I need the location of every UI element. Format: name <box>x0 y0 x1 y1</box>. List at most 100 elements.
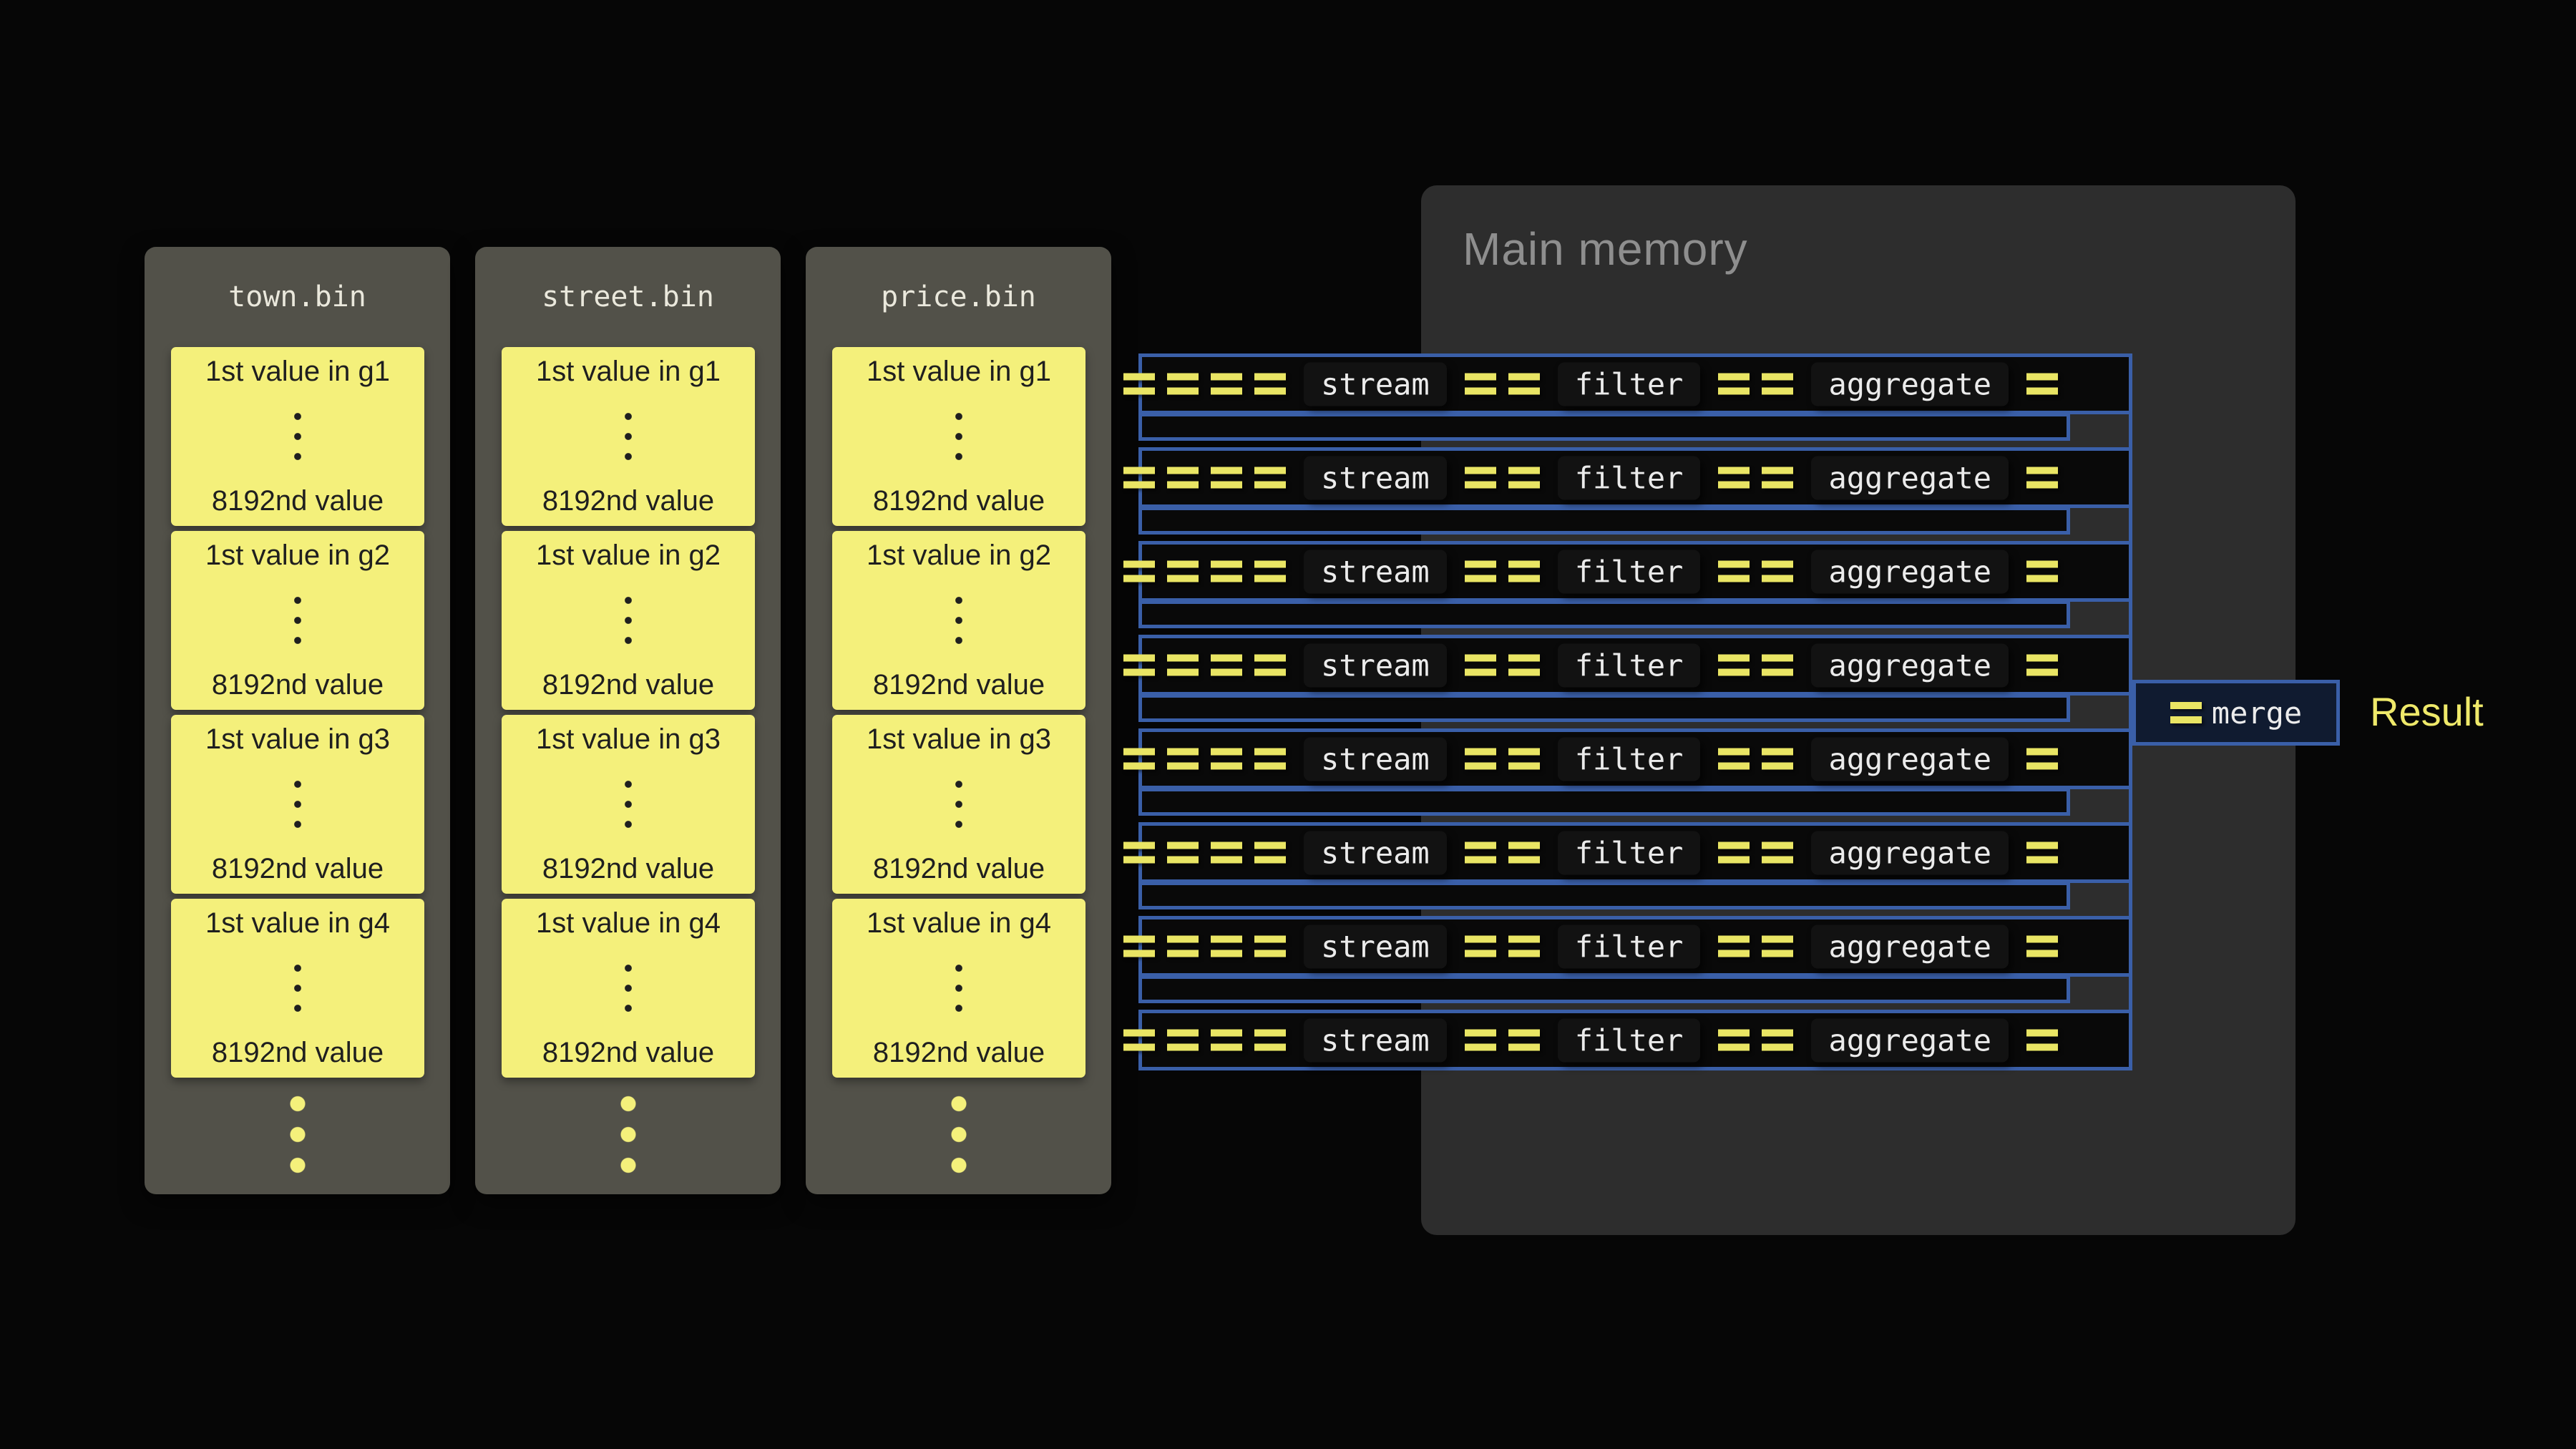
value-block-first: 1st value in g4 <box>536 907 721 939</box>
value-block-first: 1st value in g1 <box>536 356 721 387</box>
value-block-last: 8192nd value <box>211 485 384 517</box>
flow-dash-icon <box>1123 560 1155 582</box>
flow-dash-icon <box>1123 654 1155 676</box>
filter-stage-box: filter <box>1557 831 1701 874</box>
aggregate-stage-box: aggregate <box>1811 924 2009 968</box>
flow-dash-icon <box>1123 1029 1155 1051</box>
flow-dash-icon <box>1254 654 1286 676</box>
vertical-ellipsis-icon <box>293 590 302 650</box>
vertical-ellipsis-icon <box>293 406 302 467</box>
flow-dash-icon <box>1508 841 1540 864</box>
flow-dash-icon <box>1167 654 1199 676</box>
value-block-g3: 1st value in g3 8192nd value <box>832 715 1085 894</box>
pipe-strip <box>1138 507 2070 535</box>
flow-dash-icon <box>2026 654 2059 676</box>
flow-dash-icon <box>1211 467 1242 489</box>
value-block-list: 1st value in g1 8192nd value 1st value i… <box>171 347 424 1078</box>
flow-dash-icon <box>2026 748 2059 770</box>
flow-dash-icon <box>1254 1029 1286 1051</box>
aggregate-stage-box: aggregate <box>1811 362 2009 406</box>
value-block-last: 8192nd value <box>211 669 384 701</box>
value-block-last: 8192nd value <box>872 485 1045 517</box>
filter-stage-box: filter <box>1557 643 1701 687</box>
flow-dash-icon <box>1167 841 1199 864</box>
value-block-g4: 1st value in g4 8192nd value <box>171 899 424 1078</box>
aggregate-stage-box: aggregate <box>1811 831 2009 874</box>
file-name: town.bin <box>228 280 366 313</box>
flow-dash-icon <box>1464 560 1496 582</box>
file-name: price.bin <box>881 280 1036 313</box>
value-block-last: 8192nd value <box>872 1037 1045 1068</box>
result-label: Result <box>2370 689 2484 734</box>
value-block-first: 1st value in g1 <box>205 356 390 387</box>
main-memory-title: Main memory <box>1463 223 1748 275</box>
pipeline-row-8: stream filter aggregate <box>1123 1010 2132 1070</box>
value-block-first: 1st value in g3 <box>867 723 1051 755</box>
pipeline-row-7: stream filter aggregate <box>1123 916 2132 977</box>
flow-dash-icon <box>1762 654 1794 676</box>
flow-dash-icon <box>1254 841 1286 864</box>
vertical-ellipsis-icon <box>624 406 633 467</box>
flow-dash-icon <box>1464 748 1496 770</box>
flow-dash-icon <box>1762 748 1794 770</box>
flow-dash-icon <box>1508 748 1540 770</box>
value-block-g2: 1st value in g2 8192nd value <box>832 531 1085 710</box>
aggregate-stage-box: aggregate <box>1811 1018 2009 1062</box>
vertical-ellipsis-icon <box>955 590 963 650</box>
flow-dash-icon <box>1464 841 1496 864</box>
flow-dash-icon <box>1167 1029 1199 1051</box>
stream-stage-box: stream <box>1304 737 1447 781</box>
filter-stage-box: filter <box>1557 737 1701 781</box>
flow-dash-icon <box>1508 1029 1540 1051</box>
flow-dash-icon <box>1718 935 1750 957</box>
flow-dash-icon <box>1508 935 1540 957</box>
flow-dash-icon <box>1762 560 1794 582</box>
value-block-g1: 1st value in g1 8192nd value <box>502 347 755 526</box>
vertical-ellipsis-icon <box>955 958 963 1018</box>
flow-dash-icon <box>1211 560 1242 582</box>
stream-stage-box: stream <box>1304 456 1447 499</box>
value-block-first: 1st value in g1 <box>867 356 1051 387</box>
flow-dash-icon <box>1718 467 1750 489</box>
pipeline-row-6: stream filter aggregate <box>1123 822 2132 883</box>
filter-stage-box: filter <box>1557 456 1701 499</box>
value-block-first: 1st value in g3 <box>536 723 721 755</box>
more-groups-ellipsis-icon <box>950 1088 967 1181</box>
pipe-strip <box>1138 413 2070 441</box>
value-block-g2: 1st value in g2 8192nd value <box>171 531 424 710</box>
flow-dash-icon <box>1718 841 1750 864</box>
flow-dash-icon <box>1464 467 1496 489</box>
stream-stage-box: stream <box>1304 924 1447 968</box>
flow-dash-icon <box>1123 467 1155 489</box>
pipeline-row-1: stream filter aggregate <box>1123 353 2132 414</box>
aggregate-stage-box: aggregate <box>1811 643 2009 687</box>
value-block-last: 8192nd value <box>542 853 715 884</box>
value-block-g3: 1st value in g3 8192nd value <box>171 715 424 894</box>
filter-stage-box: filter <box>1557 1018 1701 1062</box>
aggregate-stage-box: aggregate <box>1811 456 2009 499</box>
value-block-first: 1st value in g3 <box>205 723 390 755</box>
pipe-strip <box>1138 788 2070 816</box>
value-block-first: 1st value in g2 <box>205 540 390 571</box>
pipeline-row-3: stream filter aggregate <box>1123 541 2132 602</box>
flow-dash-icon <box>1211 1029 1242 1051</box>
value-block-last: 8192nd value <box>872 669 1045 701</box>
flow-dash-icon <box>1718 748 1750 770</box>
flow-dash-icon <box>1167 560 1199 582</box>
value-block-last: 8192nd value <box>211 1037 384 1068</box>
flow-dash-icon <box>1508 654 1540 676</box>
flow-dash-icon <box>1762 841 1794 864</box>
merge-bus-line <box>2129 353 2132 1070</box>
more-groups-ellipsis-icon <box>288 1088 306 1181</box>
vertical-ellipsis-icon <box>955 406 963 467</box>
value-block-last: 8192nd value <box>542 485 715 517</box>
value-block-last: 8192nd value <box>872 853 1045 884</box>
pipe-strip <box>1138 694 2070 722</box>
more-groups-ellipsis-icon <box>619 1088 637 1181</box>
flow-dash-icon <box>1211 748 1242 770</box>
flow-dash-icon <box>1508 467 1540 489</box>
value-block-last: 8192nd value <box>542 1037 715 1068</box>
value-block-first: 1st value in g2 <box>867 540 1051 571</box>
stream-stage-box: stream <box>1304 550 1447 593</box>
